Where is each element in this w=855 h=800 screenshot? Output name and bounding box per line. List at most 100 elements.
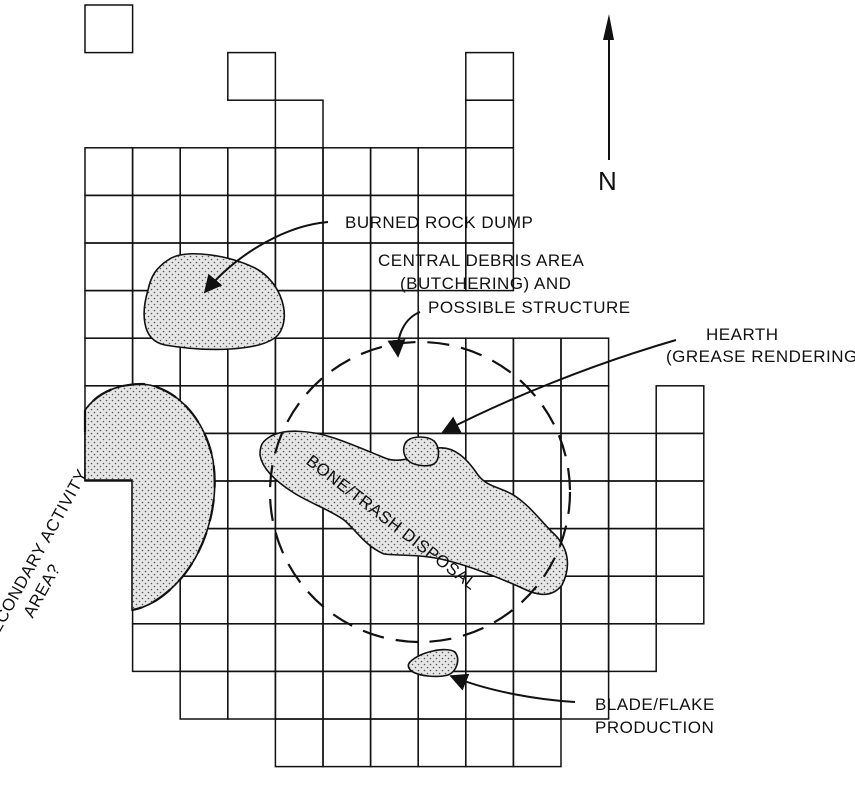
grid-square [417, 385, 467, 435]
grid-square [607, 623, 657, 673]
grid-square [465, 242, 515, 292]
grid-square [607, 480, 657, 530]
grid-square [512, 385, 562, 435]
grid-square [274, 242, 324, 292]
grid-square [607, 432, 657, 482]
grid-square [84, 147, 134, 197]
blade-flake-label-line1: BLADE/FLAKE [595, 695, 715, 714]
grid-square [369, 718, 419, 768]
grid-square [417, 147, 467, 197]
hearth-leader [441, 339, 677, 433]
grid-square [655, 432, 705, 482]
grid-square [322, 575, 372, 625]
grid-square [274, 194, 324, 244]
grid-square [512, 337, 562, 387]
grid-square [560, 480, 610, 530]
blade-flake-label-line2: PRODUCTION [595, 718, 714, 737]
excavation-grid [84, 4, 705, 768]
grid-square [227, 575, 277, 625]
grid-square [512, 432, 562, 482]
grid-square [655, 527, 705, 577]
grid-square [322, 289, 372, 339]
grid-square [274, 337, 324, 387]
hearth-label-line2: (GREASE RENDERING) [666, 347, 855, 366]
grid-square [560, 670, 610, 720]
north-arrow-icon [603, 14, 614, 160]
grid-square [84, 242, 134, 292]
grid-square [322, 242, 372, 292]
bone-trash-disposal-area [259, 430, 569, 596]
blade-flake-area [407, 648, 459, 678]
grid-square [322, 670, 372, 720]
north-label: N [598, 166, 617, 196]
grid-square [227, 194, 277, 244]
grid-square [655, 480, 705, 530]
grid-square [369, 670, 419, 720]
grid-square [131, 147, 181, 197]
grid-square [322, 718, 372, 768]
grid-square [131, 623, 181, 673]
burned-rock-leader [203, 221, 329, 294]
grid-square [369, 575, 419, 625]
grid-square [465, 623, 515, 673]
grid-square [465, 337, 515, 387]
grid-square [179, 670, 229, 720]
secondary-activity-label-line1: SECONDARY ACTIVITY [0, 466, 92, 647]
grid-square [465, 51, 515, 101]
grid-square [84, 194, 134, 244]
grid-square [369, 147, 419, 197]
grid-square [369, 385, 419, 435]
grid-square [84, 4, 134, 54]
grid-square [322, 385, 372, 435]
grid-square [84, 289, 134, 339]
central-debris-label-line3: POSSIBLE STRUCTURE [428, 298, 631, 317]
grid-square [179, 623, 229, 673]
central-debris-boundary [268, 340, 572, 644]
grid-square [179, 194, 229, 244]
grid-square [274, 99, 324, 149]
grid-square [417, 718, 467, 768]
grid-square [179, 575, 229, 625]
hearth-label-line1: HEARTH [706, 325, 779, 344]
grid-square [465, 718, 515, 768]
central-debris-leader [387, 311, 421, 358]
grid-square [227, 147, 277, 197]
grid-square [227, 51, 277, 101]
grid-square [84, 337, 134, 387]
grid-square [417, 337, 467, 387]
hearth-area [402, 436, 440, 467]
grid-square [607, 527, 657, 577]
burned-rock-dump-area [143, 253, 286, 351]
grid-square [560, 527, 610, 577]
central-debris-label-line1: CENTRAL DEBRIS AREA [378, 251, 584, 270]
grid-square [560, 623, 610, 673]
grid-square [369, 289, 419, 339]
grid-square [227, 623, 277, 673]
grid-square [179, 147, 229, 197]
grid-square [274, 623, 324, 673]
burned-rock-dump-label: BURNED ROCK DUMP [345, 213, 533, 232]
grid-square [227, 527, 277, 577]
blade-flake-leader [449, 673, 576, 703]
grid-square [465, 99, 515, 149]
grid-square [274, 718, 324, 768]
grid-square [322, 147, 372, 197]
grid-square [131, 194, 181, 244]
grid-square [227, 670, 277, 720]
grid-square [227, 480, 277, 530]
grid-square [274, 670, 324, 720]
grid-square [607, 575, 657, 625]
grid-square [560, 385, 610, 435]
grid-square [655, 385, 705, 435]
grid-square [227, 385, 277, 435]
grid-square [560, 575, 610, 625]
grid-square [274, 385, 324, 435]
grid-square [512, 623, 562, 673]
grid-square [655, 575, 705, 625]
grid-square [465, 670, 515, 720]
grid-square [512, 718, 562, 768]
central-debris-label-line2: (BUTCHERING) AND [400, 274, 571, 293]
grid-square [274, 147, 324, 197]
grid-square [465, 147, 515, 197]
